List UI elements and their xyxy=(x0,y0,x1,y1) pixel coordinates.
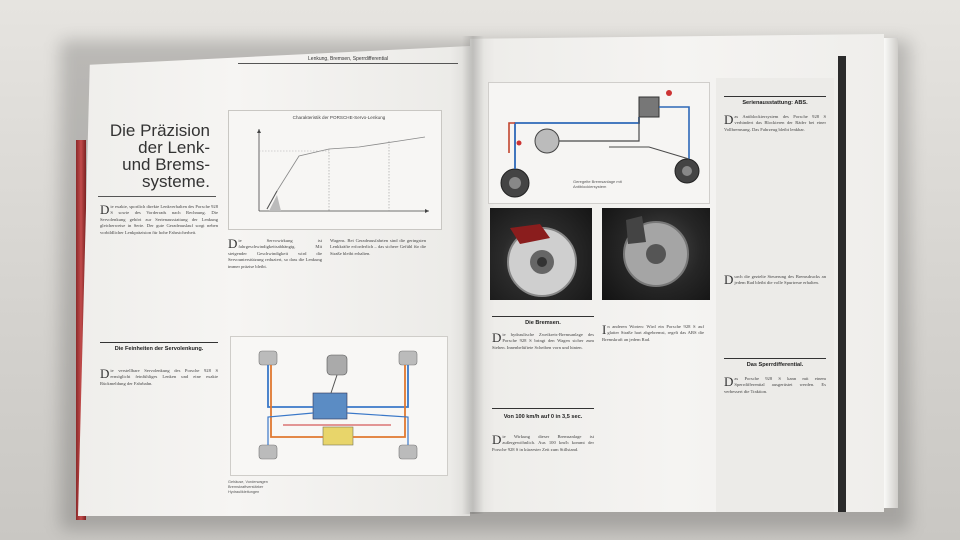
brake-disc-graphic xyxy=(507,224,577,297)
brake-line-grey xyxy=(609,146,690,160)
servo-body: ie verstellbare Servolenkung des Porsche… xyxy=(100,368,218,386)
abs-diagram-svg xyxy=(500,90,700,198)
brake-line-blue xyxy=(514,117,640,169)
brake-caliper-graphic xyxy=(623,216,689,287)
book-page-edges xyxy=(884,38,898,508)
hub xyxy=(682,166,692,176)
line-blue xyxy=(346,412,409,445)
section-divider xyxy=(724,358,826,359)
wheel-front-left xyxy=(258,350,278,366)
chart-svg xyxy=(257,129,429,213)
title-line: systeme. xyxy=(141,172,210,191)
brake-line-grey xyxy=(559,117,640,142)
hub xyxy=(509,177,521,189)
bremsen-body: ie hydraulische Zweikreis-Bremsanlage de… xyxy=(492,332,594,350)
legend-item: Bremskraftverstärker xyxy=(228,485,264,489)
chart-title: Charakteristik der PORSCHE-Servo-Lenkung xyxy=(292,115,386,120)
running-head: Lenkung, Bremsen, Sperrdifferential xyxy=(238,56,458,64)
line-orange xyxy=(353,365,406,438)
drop-cap: I xyxy=(602,322,607,337)
steering-diagram xyxy=(230,336,448,476)
drop-cap: D xyxy=(724,374,734,389)
line-grey xyxy=(330,374,338,394)
curve-segment xyxy=(266,190,278,210)
drop-cap: D xyxy=(228,236,238,251)
abs-body: as Antiblockiersystem des Porsche 928 S … xyxy=(724,114,826,132)
control-unit xyxy=(312,392,348,420)
diagram-caption: Geregelte Bremsanlage mit Antiblockiersy… xyxy=(573,179,622,189)
y-axis-arrow xyxy=(257,129,261,133)
abs-unit xyxy=(638,96,660,118)
book-gutter xyxy=(462,36,484,514)
wheel-rear-right xyxy=(398,444,418,460)
master-cylinder xyxy=(326,354,348,376)
subhead-speed: Von 100 km/h auf 0 in 3,5 sec. xyxy=(503,414,583,420)
drop-cap: D xyxy=(724,112,734,127)
diagram-svg xyxy=(258,350,418,460)
legend-item: Gehäuse, Vorderwagen xyxy=(228,480,268,484)
drop-cap: D xyxy=(100,366,110,381)
subhead-abs: Serienausstattung: ABS. xyxy=(742,100,808,106)
section-divider xyxy=(492,408,594,409)
book-spine xyxy=(76,140,86,520)
line-blue xyxy=(267,365,313,408)
speed-body: ie Wirkung dieser Bremsanlage ist außerg… xyxy=(492,434,594,452)
drop-cap: D xyxy=(724,272,734,287)
line-orange xyxy=(270,365,323,438)
curve-line xyxy=(266,136,426,210)
abs-body-2: urch die gezielte Steuerung des Bremsdru… xyxy=(734,274,826,286)
subhead-differential: Das Sperrdifferential. xyxy=(746,362,804,368)
brake-line-red xyxy=(508,122,515,153)
booster xyxy=(534,128,560,154)
title-line: der Lenk- xyxy=(138,138,210,157)
curve-shade xyxy=(269,195,281,211)
x-axis-arrow xyxy=(425,209,429,213)
abs-detail-body: n anderen Worten: Wird ein Porsche 928 S… xyxy=(602,324,704,342)
brake-disc-photo xyxy=(490,208,592,300)
differential-body: as Porsche 928 S kann mit einem Sperrdif… xyxy=(724,376,826,394)
title-line: und Brems- xyxy=(122,155,210,174)
abs-diagram: Geregelte Bremsanlage mit Antiblockiersy… xyxy=(488,82,710,204)
pump-unit xyxy=(322,426,354,446)
wheel-rear-left xyxy=(258,444,278,460)
sensor-dot xyxy=(666,90,672,96)
sensor-dot xyxy=(516,140,522,146)
title-line: Die Präzision xyxy=(109,121,210,140)
page-title: Die Präzision der Lenk- und Brems- syste… xyxy=(102,122,210,190)
drop-cap: D xyxy=(492,432,502,447)
line-blue xyxy=(267,412,314,445)
legend-item: Hydraulikleitungen xyxy=(228,490,260,494)
section-divider xyxy=(492,316,594,317)
wheel-front-right xyxy=(398,350,418,366)
diagram-legend: Gehäuse, Vorderwagen Bremskraftverstärke… xyxy=(228,480,448,495)
section-divider xyxy=(724,96,826,97)
subhead-servo: Die Feinheiten der Servolenkung. xyxy=(114,346,204,352)
title-divider xyxy=(98,196,216,197)
column3-text: Wagens. Bei Geradeausfahrten sind die ge… xyxy=(330,238,426,256)
intro-body: ie exakte, sportlich direkte Lenkverhalt… xyxy=(100,204,218,235)
steering-chart: Charakteristik der PORSCHE-Servo-Lenkung xyxy=(228,110,442,230)
brake-caliper-photo xyxy=(602,208,710,300)
line-blue xyxy=(347,365,409,408)
column2-body: ie Servowirkung ist fahrgeschwindigkeits… xyxy=(228,238,322,269)
page-edge-bar xyxy=(838,56,846,512)
drop-cap: D xyxy=(492,330,502,345)
left-page: Lenkung, Bremsen, Sperrdifferential Die … xyxy=(78,46,470,516)
subhead-bremsen: Die Bremsen. xyxy=(525,320,561,326)
drop-cap: D xyxy=(100,202,110,217)
section-divider xyxy=(100,342,218,343)
brake-line-blue xyxy=(659,106,690,159)
right-page: Geregelte Bremsanlage mit Antiblockiersy… xyxy=(470,34,884,512)
